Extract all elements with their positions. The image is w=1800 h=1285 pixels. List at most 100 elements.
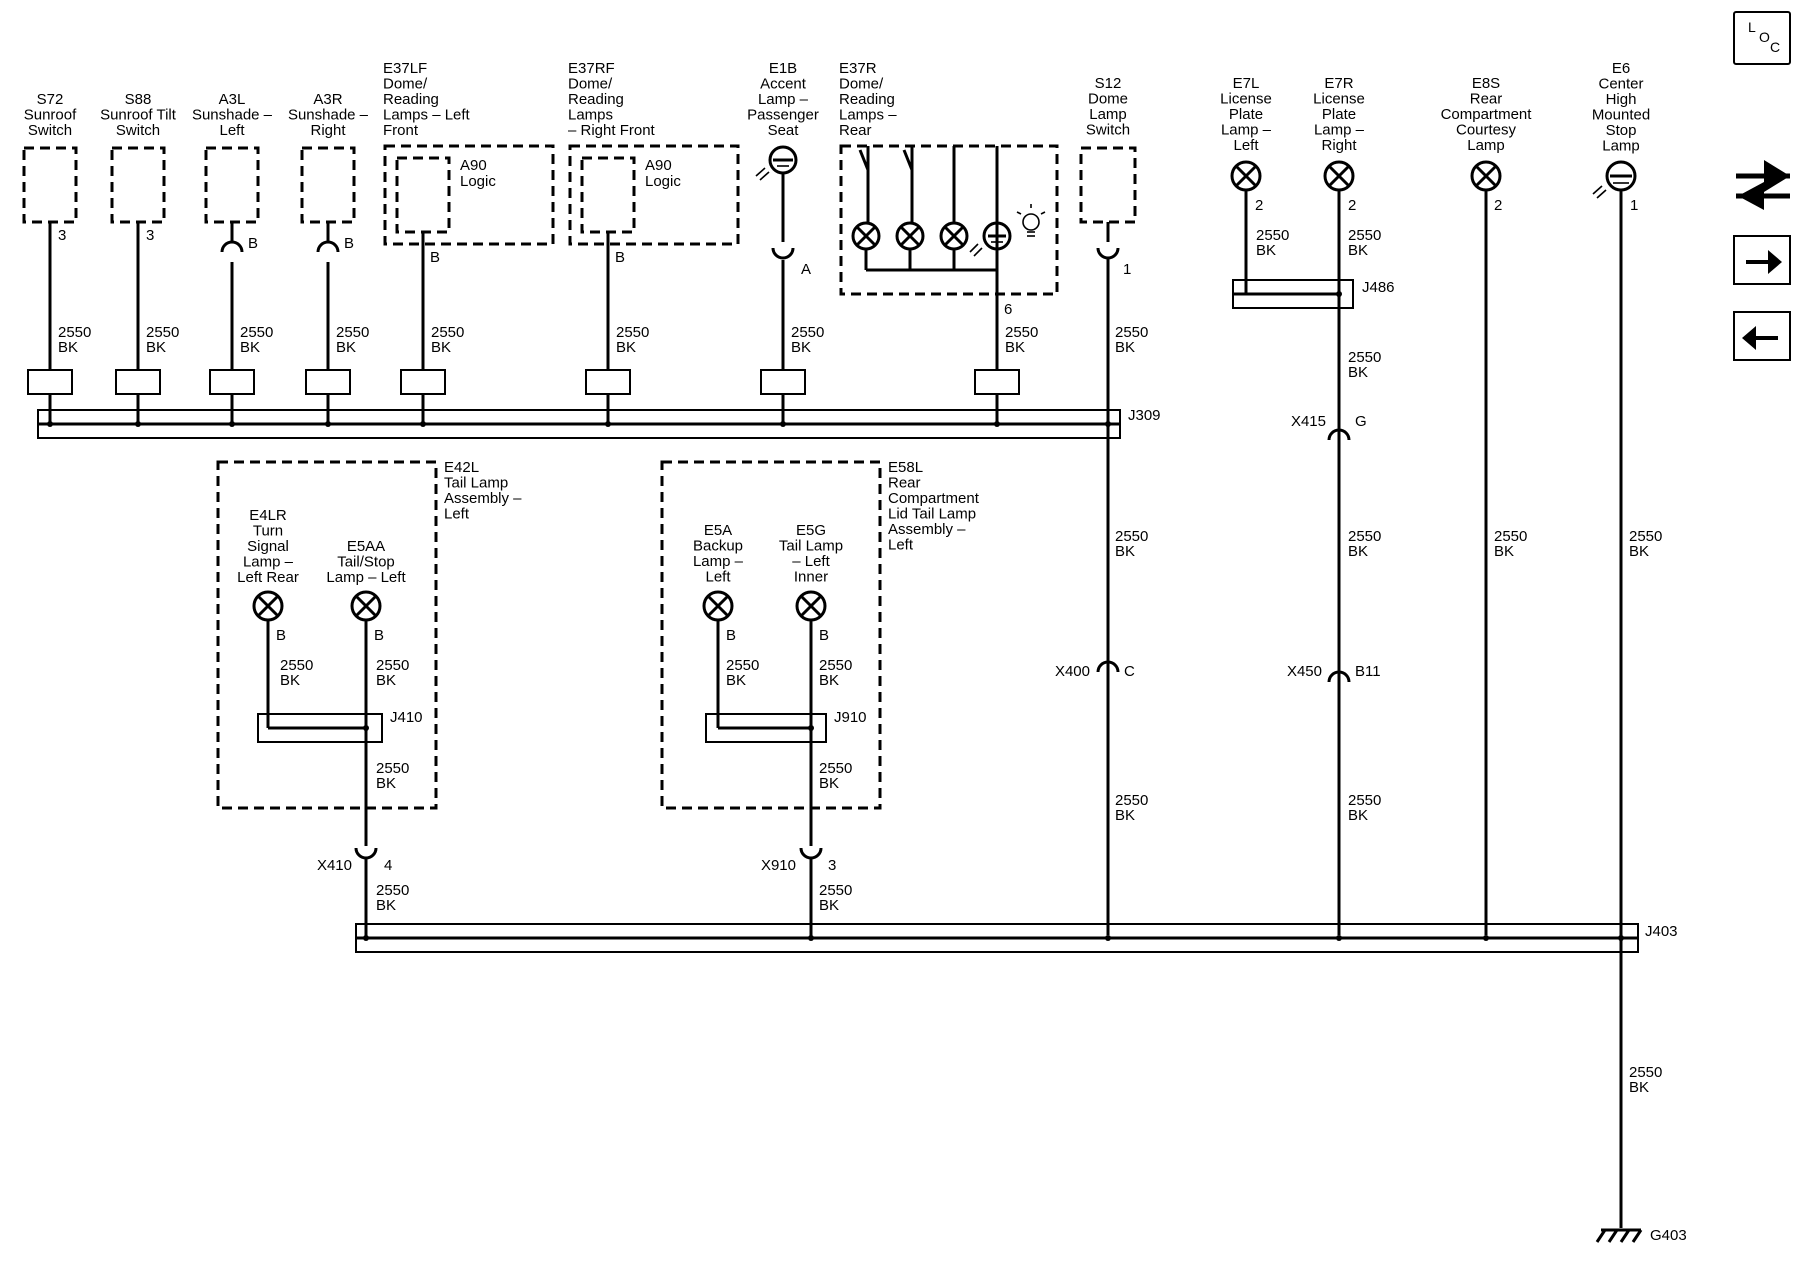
e37r-box xyxy=(839,144,1059,296)
x410-label: X410 xyxy=(317,857,352,874)
e5g-label-line: Tail Lamp xyxy=(779,538,843,555)
e37lf-label-line: Front xyxy=(383,122,419,139)
s88-label-line: Switch xyxy=(116,122,160,139)
e37r-label-line: E37R xyxy=(839,60,877,77)
e37lf-a90-box xyxy=(395,156,451,234)
e4lr-label-line: Signal xyxy=(247,538,289,555)
e5a-label-line: Backup xyxy=(693,538,743,555)
a3l-label-line: Left xyxy=(219,122,245,139)
wire-label-11-circuit: 2550 xyxy=(1348,349,1381,366)
e5g-label-line: – Left xyxy=(792,553,830,570)
e37r-label-line: Reading xyxy=(839,91,895,108)
e5aa-label-line: Lamp – Left xyxy=(326,569,406,586)
x910-pin: 3 xyxy=(828,857,836,874)
a3r-sunshade-box xyxy=(300,146,356,224)
wire-label-12-circuit: 2550 xyxy=(1115,528,1148,545)
wire-label-7-color: BK xyxy=(1005,339,1025,356)
wire-label-10-color: BK xyxy=(1348,242,1368,259)
j910-label: J910 xyxy=(834,709,867,726)
e5aa-pin: B xyxy=(374,627,384,644)
wire-label-13-circuit: 2550 xyxy=(1348,528,1381,545)
e4lr-label-line: Lamp – xyxy=(243,554,294,571)
wire-label-3-color: BK xyxy=(336,339,356,356)
e37rf-label-line: Dome/ xyxy=(568,76,613,93)
e7r-label-line: Lamp – xyxy=(1314,122,1365,139)
s72-switch-box xyxy=(22,146,78,224)
wire-label-19-color: BK xyxy=(280,672,300,689)
wire-label-22-circuit: 2550 xyxy=(819,657,852,674)
e37lf-label-line: E37LF xyxy=(383,60,427,77)
e7l-label-line: Lamp – xyxy=(1221,122,1272,139)
e37lf-a90-logic: Logic xyxy=(460,173,496,190)
e58l-label-line: Lid Tail Lamp xyxy=(888,506,976,523)
e42l-label-line: Assembly – xyxy=(444,490,522,507)
j410-label: J410 xyxy=(390,709,423,726)
s12-label-line: Lamp xyxy=(1089,106,1127,123)
wire-label-16-circuit: 2550 xyxy=(1115,792,1148,809)
e7l-pin: 2 xyxy=(1255,197,1263,214)
e6-label-line: Lamp xyxy=(1602,138,1640,155)
next-page-button[interactable] xyxy=(1733,235,1791,285)
wire-label-1-color: BK xyxy=(146,339,166,356)
e42l-label-line: Tail Lamp xyxy=(444,475,508,492)
loc-button[interactable]: L O C xyxy=(1733,11,1791,65)
wire-label-26-circuit: 2550 xyxy=(819,882,852,899)
e5a-pin: B xyxy=(726,627,736,644)
s72-label-line: Switch xyxy=(28,122,72,139)
s12-switch-box xyxy=(1079,146,1137,224)
wire-label-25-color: BK xyxy=(376,897,396,914)
wire-label-23-circuit: 2550 xyxy=(376,760,409,777)
a3l-label-line: Sunshade – xyxy=(192,107,273,124)
e37lf-label-line: Dome/ xyxy=(383,76,428,93)
e37r-label-line: Rear xyxy=(839,122,872,139)
wire-label-4-color: BK xyxy=(431,339,451,356)
a3r-label-line: Right xyxy=(310,122,346,139)
e5g-label-line: E5G xyxy=(796,522,826,539)
e7l-label-line: Left xyxy=(1233,137,1259,154)
j486-label: J486 xyxy=(1362,279,1395,296)
e37rf-a90-label: A90 xyxy=(645,157,672,174)
wire-label-14-color: BK xyxy=(1494,543,1514,560)
e1b-label-line: E1B xyxy=(769,60,797,77)
x400-pin: C xyxy=(1124,663,1135,680)
s88-switch-box xyxy=(110,146,166,224)
wire-label-9-circuit: 2550 xyxy=(1256,227,1289,244)
e42l-label-line: Left xyxy=(444,506,470,523)
x450-label: X450 xyxy=(1287,663,1322,680)
e8s-pin: 2 xyxy=(1494,197,1502,214)
e7r-label-line: E7R xyxy=(1324,75,1353,92)
a3r-label-line: Sunshade – xyxy=(288,107,369,124)
wire-label-21-circuit: 2550 xyxy=(726,657,759,674)
e7r-pin: 2 xyxy=(1348,197,1356,214)
e5a-label-line: E5A xyxy=(704,522,732,539)
e4lr-label-line: Left Rear xyxy=(237,569,299,586)
x400-label: X400 xyxy=(1055,663,1090,680)
e1b-label-line: Accent xyxy=(760,76,807,93)
wire-label-24-color: BK xyxy=(819,775,839,792)
e4lr-label-line: Turn xyxy=(253,523,283,540)
e37rf-label-line: – Right Front xyxy=(568,122,656,139)
arrow-right-icon xyxy=(1746,250,1782,274)
a3r-pin: B xyxy=(344,235,354,252)
e8s-label-line: Courtesy xyxy=(1456,122,1517,139)
wire-label-18-circuit: 2550 xyxy=(1629,1064,1662,1081)
e6-label-line: E6 xyxy=(1612,60,1630,77)
e7l-label-line: Plate xyxy=(1229,106,1263,123)
wire-label-6-circuit: 2550 xyxy=(791,324,824,341)
s72-label-line: S72 xyxy=(37,91,64,108)
e4lr-label-line: E4LR xyxy=(249,507,287,524)
e37lf-label-line: Lamps – Left xyxy=(383,107,471,124)
e8s-label-line: Rear xyxy=(1470,91,1503,108)
e1b-label-line: Passenger xyxy=(747,107,819,124)
e1b-label-line: Seat xyxy=(768,122,800,139)
connector-info-icon[interactable] xyxy=(1736,160,1790,210)
wire-label-23-color: BK xyxy=(376,775,396,792)
s88-label-line: S88 xyxy=(125,91,152,108)
j309-label: J309 xyxy=(1128,407,1161,424)
wire-label-10-circuit: 2550 xyxy=(1348,227,1381,244)
j403-label: J403 xyxy=(1645,923,1678,940)
e37lf-box xyxy=(383,144,555,246)
previous-page-button[interactable] xyxy=(1733,311,1791,361)
loc-letter-c: C xyxy=(1770,39,1780,55)
